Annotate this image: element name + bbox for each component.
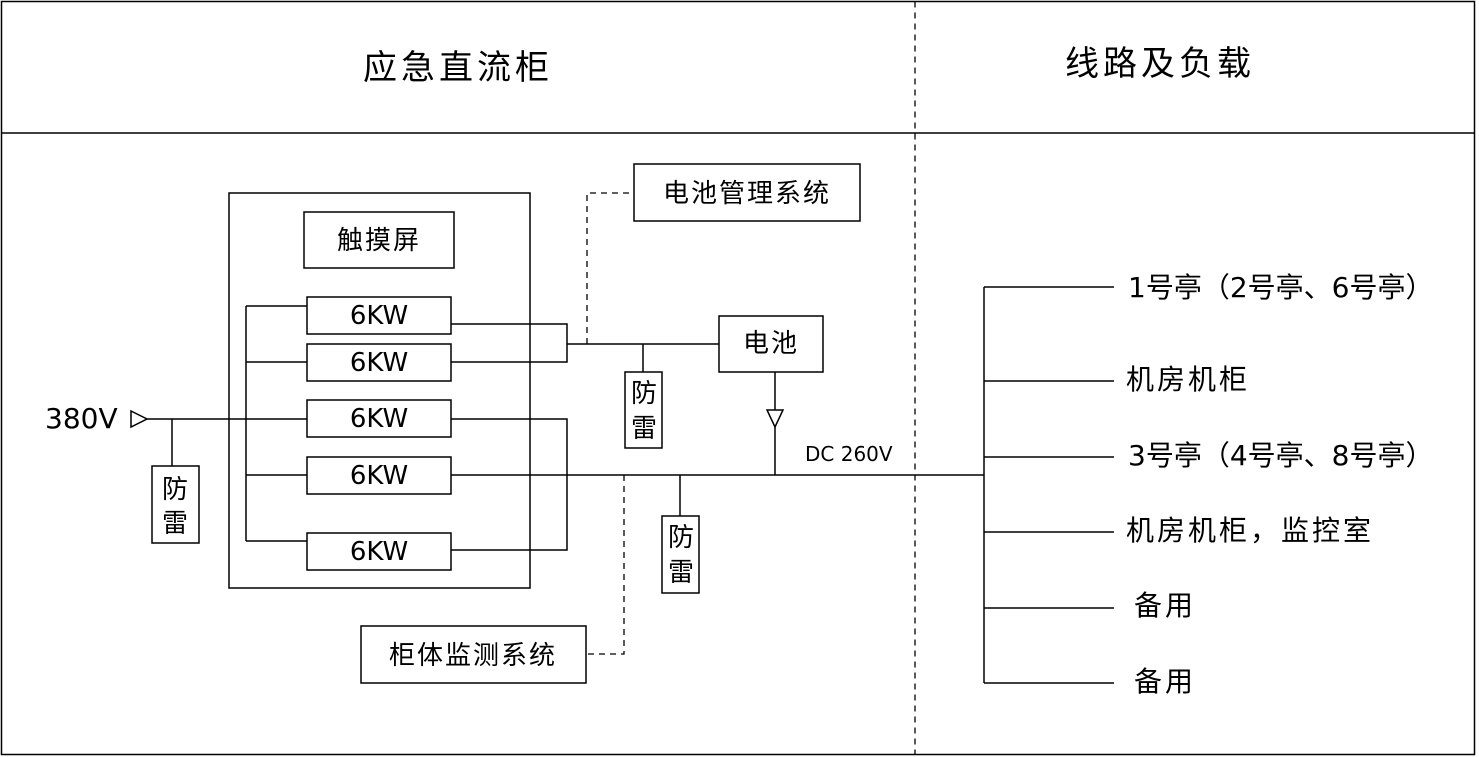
bms-label: 电池管理系统	[663, 179, 831, 209]
cabinet-box	[228, 192, 531, 589]
lightning-arrester-c	[661, 515, 700, 594]
module-label: 6KW	[350, 404, 408, 434]
module-label: 6KW	[350, 537, 408, 567]
lightning-arrester-a	[151, 465, 200, 544]
load-label: 机房机柜	[1126, 363, 1250, 396]
monitor-box	[360, 625, 587, 684]
bms-link	[586, 192, 634, 344]
lower-dc-output	[451, 418, 568, 551]
lightning-c-char1: 防	[668, 523, 694, 553]
lightning-a-char2: 雷	[162, 509, 188, 539]
rectifier-module: 6KW	[306, 343, 452, 382]
battery-fuse-icon	[765, 409, 785, 429]
rectifier-module: 6KW	[306, 532, 452, 571]
lightning-b-char2: 雷	[631, 414, 657, 444]
load-label: 备用	[1134, 589, 1196, 622]
module-label: 6KW	[350, 301, 408, 331]
upper-dc-output	[451, 323, 568, 363]
monitor-label: 柜体监测系统	[389, 641, 557, 671]
dc-bus-voltage-label: DC 260V	[805, 442, 893, 466]
input-terminal-icon	[130, 409, 149, 429]
load-label: 1号亭（2号亭、6号亭）	[1128, 271, 1433, 304]
input-voltage-label: 380V	[45, 402, 118, 435]
load-label: 备用	[1134, 665, 1196, 698]
lightning-a-char1: 防	[162, 475, 188, 505]
rectifier-module: 6KW	[306, 456, 452, 495]
load-label: 3号亭（4号亭、8号亭）	[1128, 439, 1433, 472]
lightning-b-char1: 防	[631, 379, 657, 409]
battery-box	[718, 315, 824, 373]
touchscreen-label: 触摸屏	[337, 226, 421, 256]
load-label: 机房机柜，监控室	[1126, 514, 1374, 547]
header-right-title: 线路及负载	[1065, 44, 1255, 84]
module-label: 6KW	[350, 348, 408, 378]
monitor-link	[586, 475, 625, 655]
touchscreen-box	[303, 211, 455, 269]
lightning-arrester-b	[624, 371, 663, 449]
lightning-c-char2: 雷	[668, 558, 694, 588]
battery-label: 电池	[743, 329, 799, 359]
header-left-title: 应急直流柜	[363, 48, 553, 88]
bms-box	[633, 163, 861, 222]
rectifier-module: 6KW	[306, 399, 452, 438]
module-label: 6KW	[350, 461, 408, 491]
rectifier-module: 6KW	[306, 296, 452, 335]
